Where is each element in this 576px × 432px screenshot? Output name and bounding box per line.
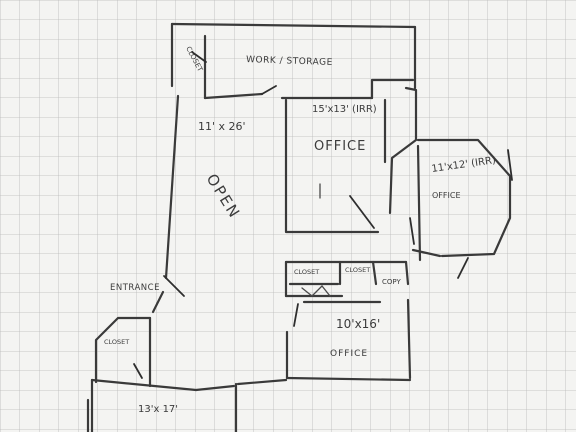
label-closet-1: CLOSET [294,268,319,276]
label-size-room-4: 13'x 17' [138,404,178,415]
label-closet-2: CLOSET [345,266,370,274]
label-copy: COPY [382,278,401,286]
door-swings [133,51,513,379]
label-closet-3: CLOSET [104,338,129,346]
walls [86,22,512,432]
label-entrance: ENTRANCE [110,283,160,293]
label-office-1: OFFICE [314,139,366,154]
label-size-office-1: 15'x13' (IRR) [312,104,377,115]
label-office-2: OFFICE [432,191,461,200]
label-work-storage: WORK / STORAGE [246,55,333,68]
label-office-3: OFFICE [330,349,368,359]
label-size-open: 11' x 26' [198,120,246,133]
label-size-office-3: 10'x16' [336,317,380,331]
